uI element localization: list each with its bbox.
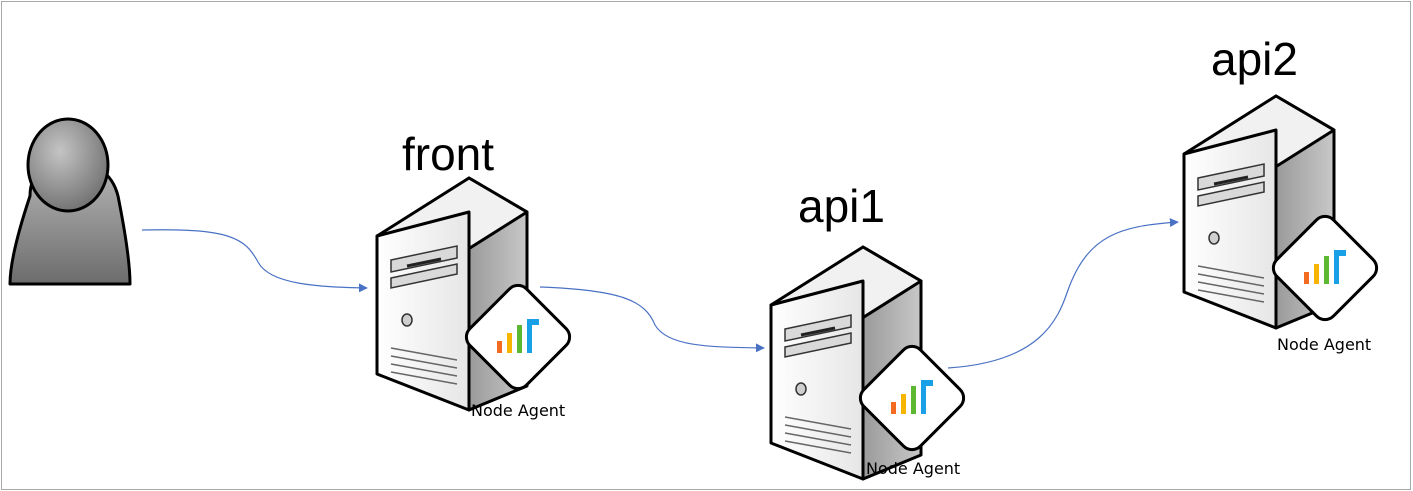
person-icon [8,117,132,286]
node-title-api2: api2 [1211,33,1298,85]
connector-api1-to-api2 [947,218,1179,369]
agent-label-api2: Node Agent [1277,335,1372,354]
node-title-api1: api1 [798,180,885,232]
connector-front-to-api1 [539,286,765,353]
node-title-front: front [402,128,495,180]
agent-label-front: Node Agent [471,401,566,420]
connector-user-to-front [141,229,368,293]
agent-label-api1: Node Agent [866,459,961,478]
